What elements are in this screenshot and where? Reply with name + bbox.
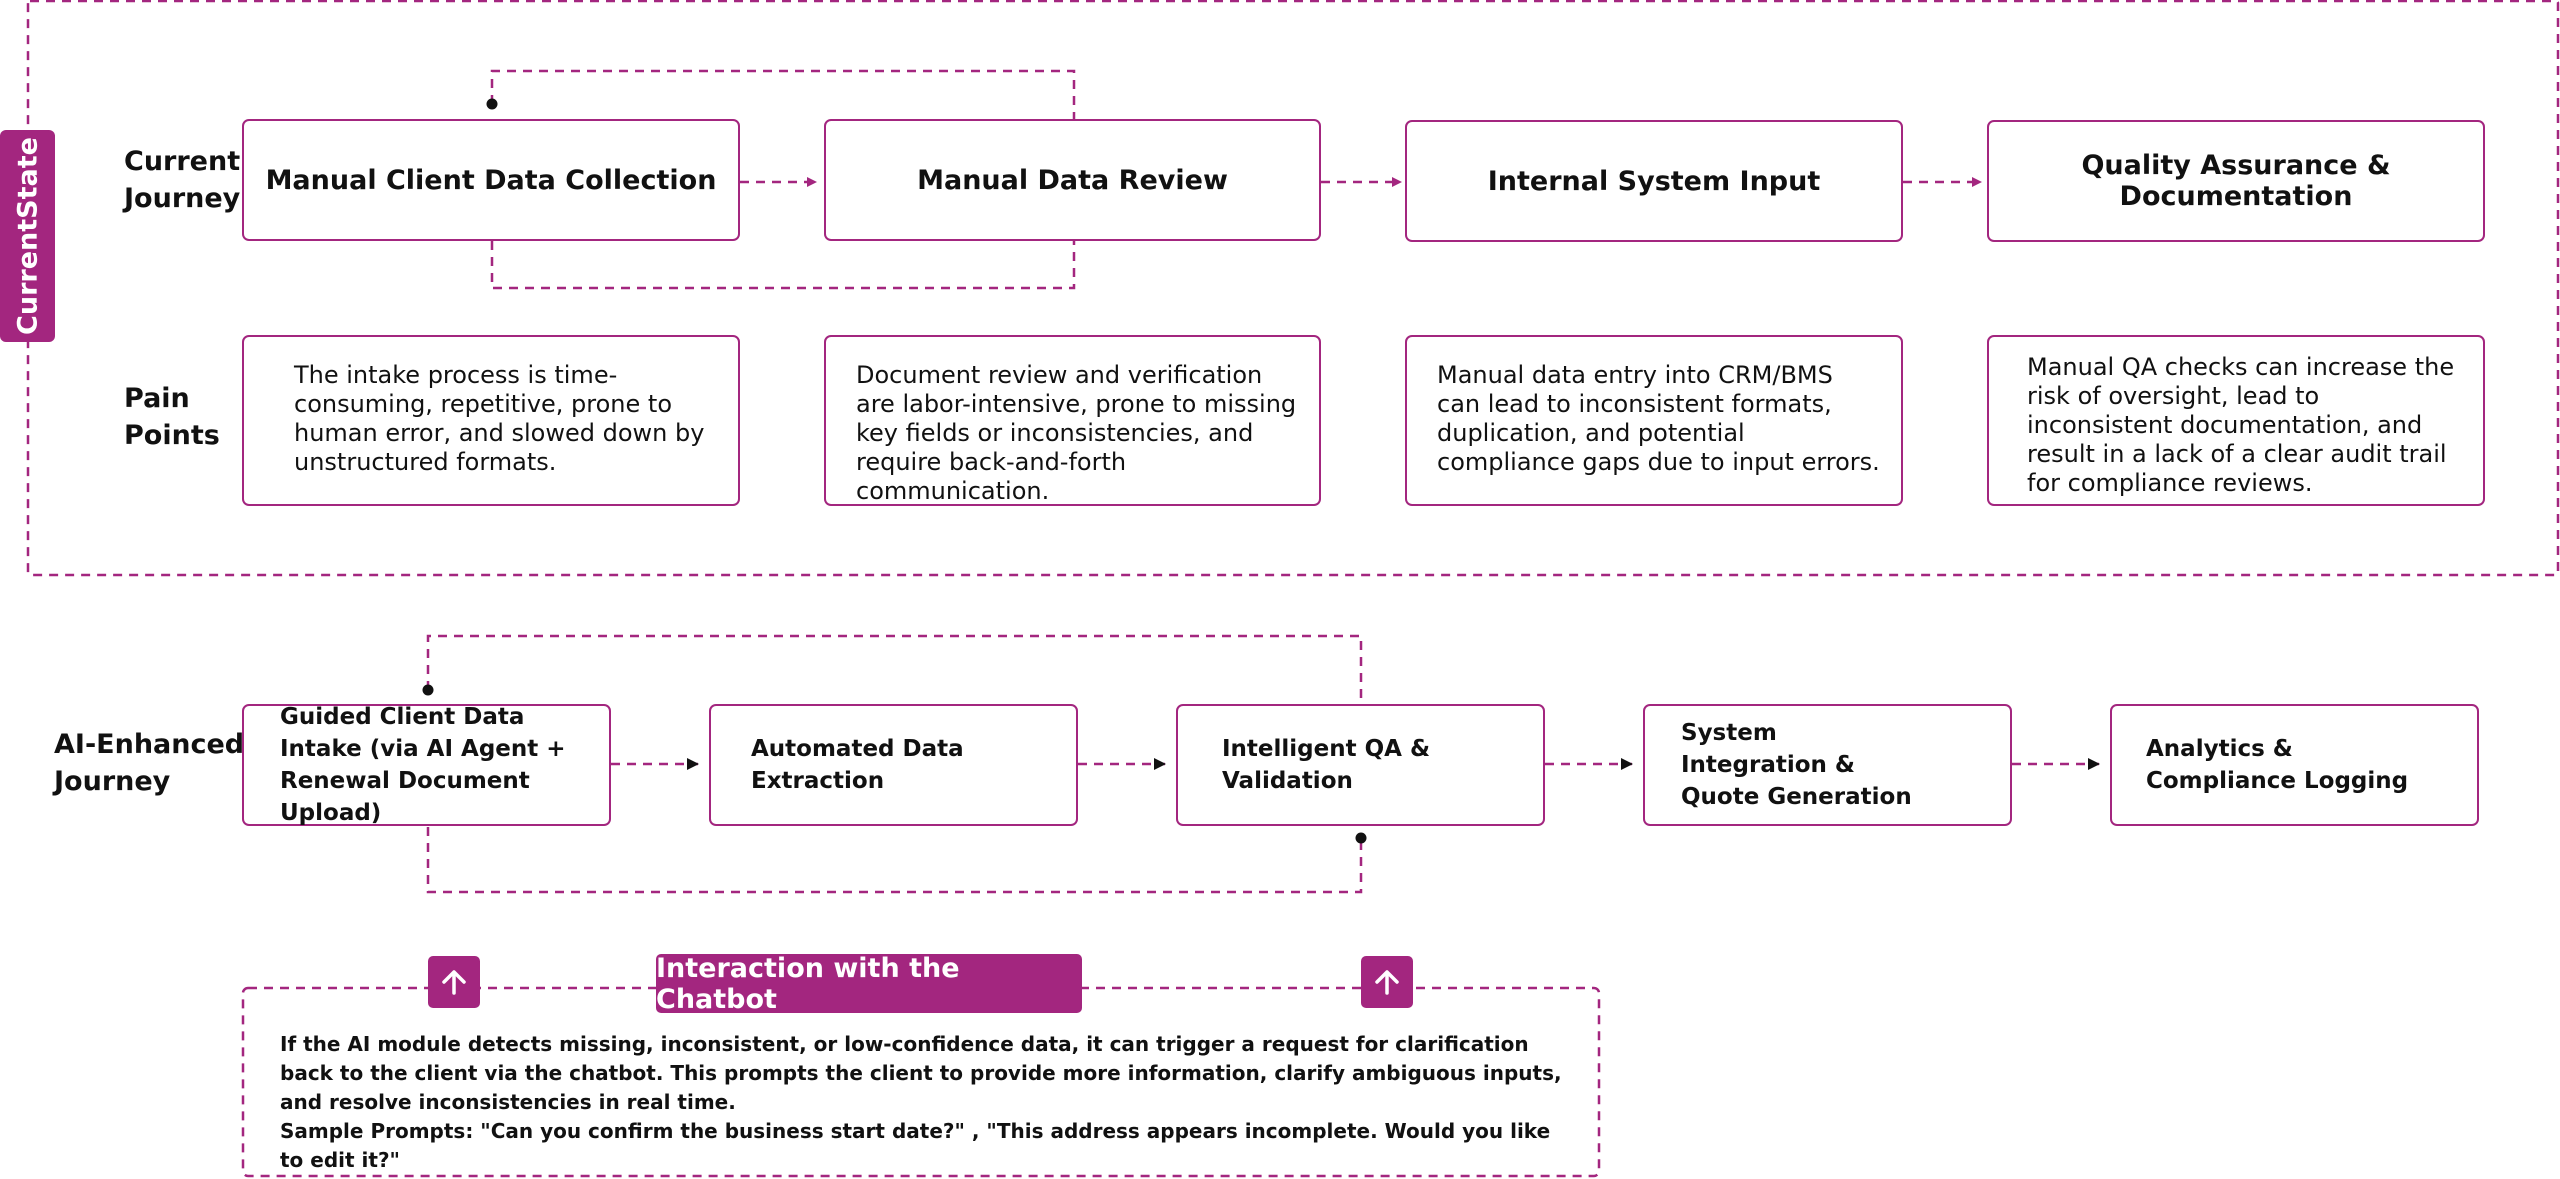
stage-label: Manual Data Review — [917, 164, 1228, 196]
pain-point-collection: The intake process is time-consuming, re… — [242, 335, 740, 506]
ai-journey-label: AI-Enhanced Journey — [54, 729, 245, 797]
pain-points-label: Pain Points — [124, 383, 220, 451]
pain-point-quality-assurance: Manual QA checks can increase the risk o… — [1987, 335, 2485, 506]
pain-point-text: Document review and verification are lab… — [856, 361, 1297, 505]
ai-stage-label: Analytics & Compliance Logging — [2146, 736, 2409, 794]
ai-stage-label: Intelligent QA & Validation — [1222, 736, 1431, 794]
qa-loop-bottom — [426, 827, 1363, 894]
pain-point-text: Manual data entry into CRM/BMS can lead … — [1437, 361, 1880, 476]
pain-point-review: Document review and verification are lab… — [824, 335, 1321, 506]
ai-stage-label: Automated Data Extraction — [751, 736, 964, 794]
ai-stage-qa-validation: Intelligent QA & Validation — [1176, 704, 1545, 826]
review-loop-bottom — [490, 241, 1076, 290]
current-state-tab-label: CurrentState — [12, 137, 43, 335]
pain-point-system-input: Manual data entry into CRM/BMS can lead … — [1405, 335, 1903, 506]
chatbot-description-text: If the AI module detects missing, incons… — [280, 1032, 1562, 1114]
chatbot-sample-prompts: Sample Prompts: "Can you confirm the bus… — [280, 1119, 1551, 1172]
stage-label: Quality Assurance & Documentation — [2081, 150, 2391, 212]
pain-point-text: Manual QA checks can increase the risk o… — [2027, 353, 2455, 497]
ai-stage-analytics-logging: Analytics & Compliance Logging — [2110, 704, 2479, 826]
ai-stage-guided-intake: Guided Client Data Intake (via AI Agent … — [242, 704, 611, 826]
review-loop-top — [490, 69, 1076, 119]
stage-system-input: Internal System Input — [1405, 120, 1903, 242]
current-journey-label: Current Journey — [124, 146, 241, 214]
current-state-tab: CurrentState — [0, 130, 55, 342]
stage-label: Internal System Input — [1487, 165, 1821, 197]
stage-client-data-collection: Manual Client Data Collection — [242, 119, 740, 241]
ai-stage-data-extraction: Automated Data Extraction — [709, 704, 1078, 826]
ai-stage-label: Guided Client Data Intake (via AI Agent … — [280, 704, 566, 826]
chatbot-title: Interaction with the Chatbot — [656, 952, 1082, 1015]
qa-loop-top — [426, 634, 1363, 704]
pain-point-text: The intake process is time-consuming, re… — [294, 361, 705, 476]
loop-dot-current — [486, 98, 498, 110]
arrow-up-icon — [428, 956, 480, 1008]
loop-dot-ai-top — [422, 684, 434, 696]
stage-quality-assurance: Quality Assurance & Documentation — [1987, 120, 2485, 242]
stage-label: Manual Client Data Collection — [265, 164, 717, 196]
stage-data-review: Manual Data Review — [824, 119, 1321, 241]
ai-stage-label: System Integration & Quote Generation — [1681, 720, 1912, 810]
chatbot-title-text: Interaction with the Chatbot — [656, 952, 960, 1015]
loop-dot-ai-bottom — [1355, 832, 1367, 844]
chatbot-description: If the AI module detects missing, incons… — [280, 1030, 1580, 1175]
arrow-up-icon — [1361, 956, 1413, 1008]
ai-stage-system-integration: System Integration & Quote Generation — [1643, 704, 2012, 826]
